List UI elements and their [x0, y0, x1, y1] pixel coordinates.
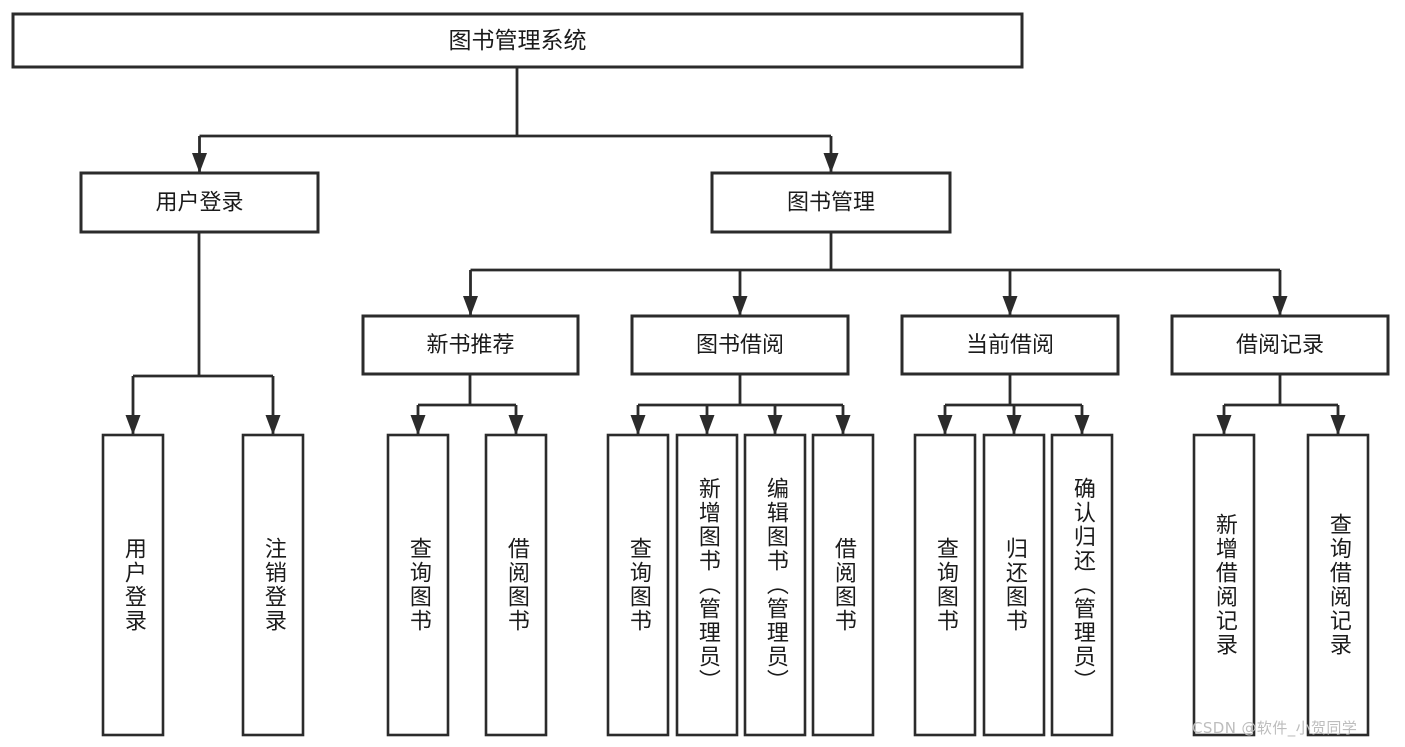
arrow-head-icon — [1002, 296, 1018, 316]
node-box-borrow-borrow-book — [811, 433, 875, 737]
arrow-head-icon — [463, 296, 478, 316]
arrow-head-icon — [410, 415, 426, 435]
arrow-head-icon — [1272, 296, 1288, 316]
node-label-new-book-recommend: 新书推荐 — [426, 333, 514, 358]
node-box-book-borrow — [630, 314, 850, 376]
node-label-book-borrow: 图书借阅 — [696, 333, 784, 358]
arrow-head-icon — [1216, 415, 1232, 435]
arrow-head-icon — [767, 415, 783, 435]
node-label-borrow-records: 借阅记录 — [1236, 333, 1324, 358]
node-label-current-borrow: 当前借阅 — [966, 333, 1054, 358]
node-box-borrow-query-book — [606, 433, 670, 737]
arrow-head-icon — [125, 415, 141, 435]
node-box-borrow-add-book — [675, 433, 739, 737]
arrow-head-icon — [835, 415, 851, 435]
node-box-book-management — [710, 171, 952, 234]
node-box-current-query-book — [913, 433, 977, 737]
node-box-current-return-book — [982, 433, 1046, 737]
arrow-head-icon — [823, 153, 839, 173]
box-layer — [11, 12, 1390, 737]
arrow-head-icon — [732, 296, 748, 316]
node-box-borrow-records — [1170, 314, 1390, 376]
arrow-head-icon — [192, 153, 207, 173]
arrow-head-icon — [630, 415, 646, 435]
arrow-head-icon — [1330, 415, 1346, 435]
arrow-head-icon — [1006, 415, 1022, 435]
arrow-head-icon — [508, 415, 524, 435]
node-box-query-borrow-record — [1306, 433, 1370, 737]
node-box-recommend-query-book — [386, 433, 450, 737]
node-label-user-login: 用户登录 — [155, 191, 243, 216]
node-box-current-borrow — [900, 314, 1120, 376]
arrow-head-icon — [265, 415, 281, 435]
node-label-root: 图书管理系统 — [449, 28, 587, 54]
node-box-current-confirm-return — [1050, 433, 1114, 737]
node-box-new-book-recommend — [361, 314, 580, 376]
arrow-head-icon — [1074, 415, 1090, 435]
connector-layer — [125, 67, 1346, 435]
node-box-user-login-leaf — [101, 433, 165, 737]
node-box-add-borrow-record — [1192, 433, 1256, 737]
node-box-user-login — [79, 171, 320, 234]
node-label-book-management: 图书管理 — [787, 191, 875, 216]
arrow-head-icon — [699, 415, 715, 435]
node-box-recommend-borrow-book — [484, 433, 548, 737]
node-box-borrow-edit-book — [743, 433, 807, 737]
node-box-root — [11, 12, 1024, 69]
arrow-head-icon — [937, 415, 953, 435]
node-box-user-logout-leaf — [241, 433, 305, 737]
